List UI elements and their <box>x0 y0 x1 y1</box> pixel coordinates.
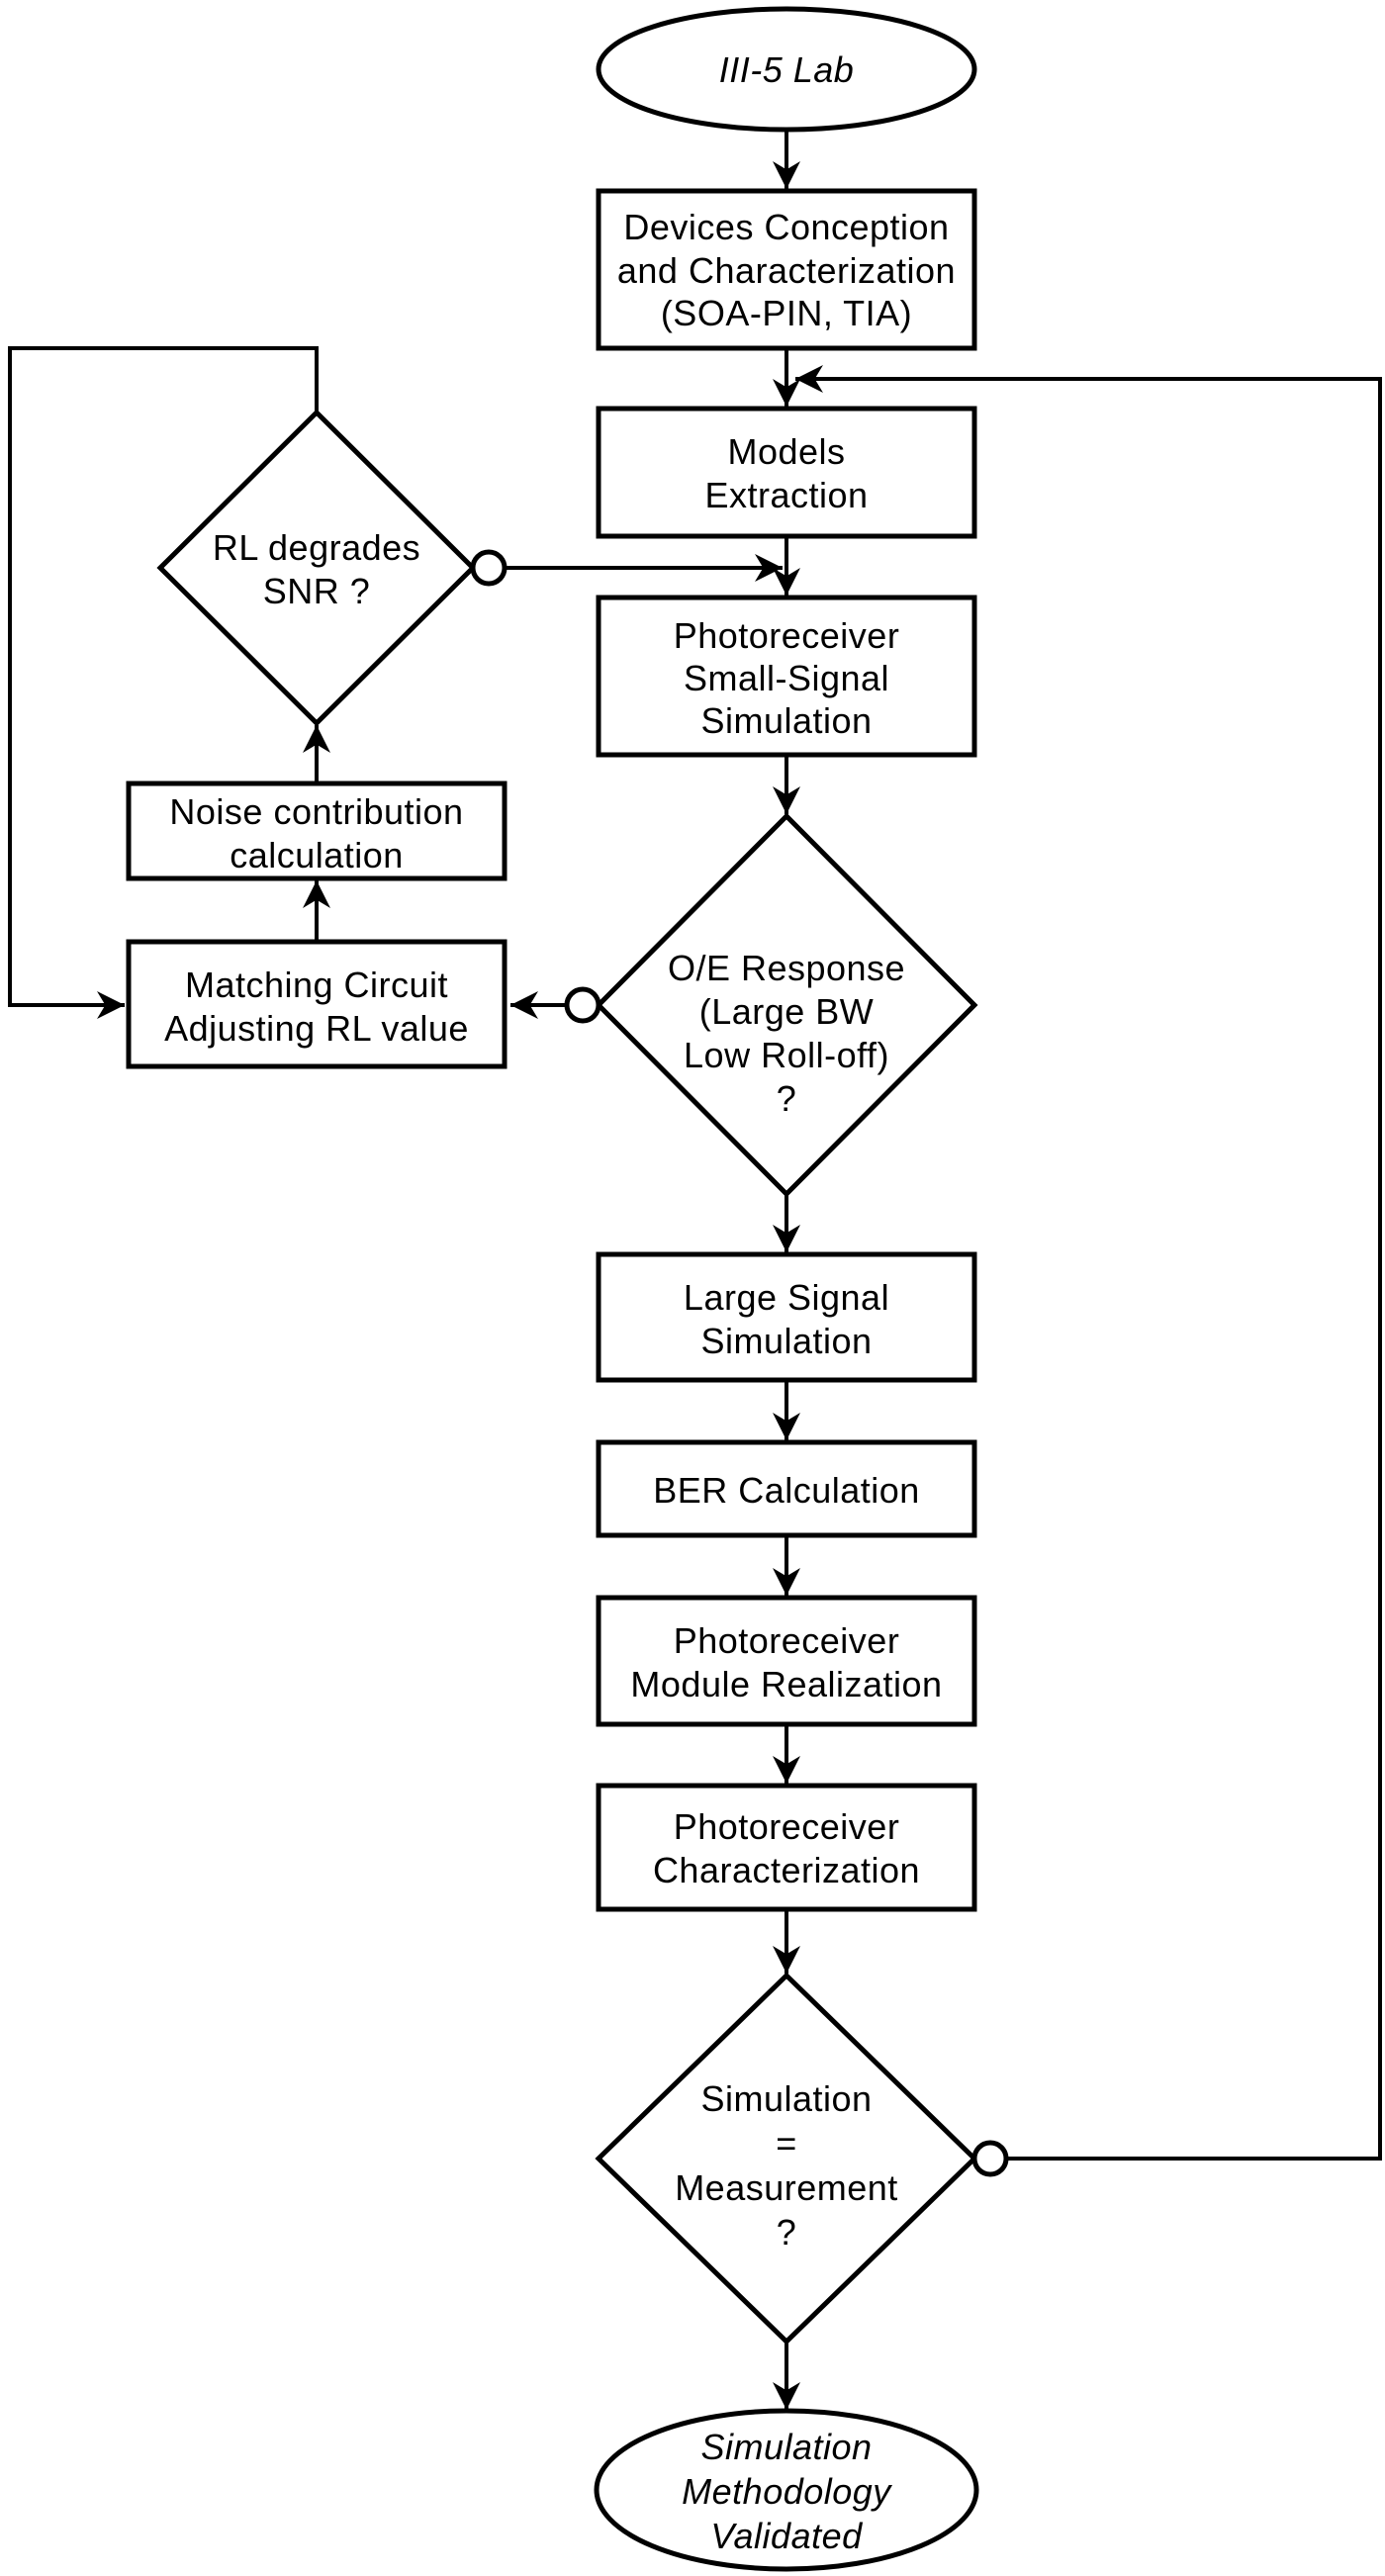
node-labels: III-5 Lab Devices Conception and Charact… <box>164 49 956 2556</box>
label-rl-2: SNR ? <box>263 571 371 611</box>
label-oe-2: (Large BW <box>699 991 875 1032</box>
process-devices <box>596 188 977 351</box>
label-smallsignal-1: Photoreceiver <box>674 615 900 656</box>
process-characterization <box>596 1783 977 1912</box>
label-oe-4: ? <box>777 1078 797 1119</box>
label-module-1: Photoreceiver <box>674 1620 900 1661</box>
label-ber: BER Calculation <box>653 1470 920 1511</box>
label-devices-2: and Characterization <box>617 250 956 291</box>
process-models <box>596 406 977 539</box>
label-noise-1: Noise contribution <box>169 791 463 832</box>
label-end-3: Validated <box>710 2516 863 2556</box>
label-oe-3: Low Roll-off) <box>684 1035 889 1075</box>
loop-sim-to-models <box>795 365 1382 2161</box>
label-noise-2: calculation <box>230 835 404 875</box>
label-smallsignal-2: Small-Signal <box>684 658 889 698</box>
label-rl-1: RL degrades <box>213 527 420 568</box>
label-devices-1: Devices Conception <box>623 207 949 247</box>
label-sim-1: Simulation <box>700 2078 872 2119</box>
loop-rl-to-matching <box>8 346 319 1019</box>
branch-circle-oe <box>564 986 601 1024</box>
connectors <box>8 131 1382 2410</box>
label-end-2: Methodology <box>682 2471 892 2512</box>
terminator-end <box>594 2408 979 2572</box>
label-characterization-2: Characterization <box>653 1850 920 1890</box>
terminator-start <box>596 6 977 133</box>
label-largesignal-1: Large Signal <box>684 1277 889 1318</box>
process-module-realization <box>596 1595 977 1727</box>
label-devices-3: (SOA-PIN, TIA) <box>661 293 912 333</box>
process-large-signal <box>596 1251 977 1383</box>
label-matching-2: Adjusting RL value <box>164 1008 469 1049</box>
label-models-2: Extraction <box>704 475 868 515</box>
label-models-1: Models <box>727 431 845 472</box>
label-oe-1: O/E Response <box>668 948 905 988</box>
branch-circle-sim <box>971 2140 1009 2177</box>
decision-sim-eq-meas <box>595 1972 978 2346</box>
label-end-1: Simulation <box>700 2427 872 2467</box>
label-largesignal-2: Simulation <box>700 1321 872 1361</box>
process-noise-contribution <box>126 781 508 881</box>
label-module-2: Module Realization <box>630 1664 942 1704</box>
label-sim-3: Measurement <box>675 2167 898 2208</box>
process-matching-circuit <box>126 939 508 1069</box>
process-small-signal <box>596 595 977 758</box>
decision-rl-degrades <box>156 409 477 727</box>
decision-oe-response <box>595 812 978 1198</box>
label-sim-4: ? <box>777 2212 797 2253</box>
label-sim-2: = <box>776 2123 797 2163</box>
label-start: III-5 Lab <box>719 49 855 90</box>
label-characterization-1: Photoreceiver <box>674 1806 900 1847</box>
label-matching-1: Matching Circuit <box>185 965 448 1005</box>
process-ber-calculation <box>596 1439 977 1538</box>
branch-circle-rl <box>470 549 508 587</box>
label-smallsignal-3: Simulation <box>700 700 872 741</box>
